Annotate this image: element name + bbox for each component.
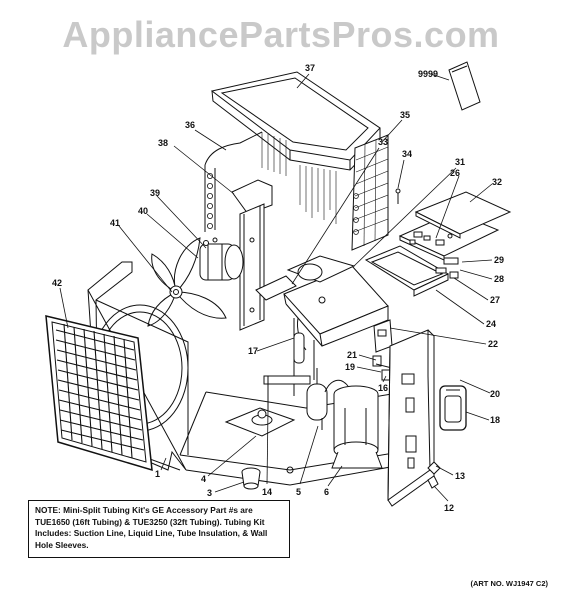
- callout-28: 28: [494, 274, 504, 284]
- fan-motor: [199, 237, 244, 281]
- callout-29: 29: [494, 255, 504, 265]
- valve-cover: [439, 385, 467, 431]
- accumulator: [306, 368, 328, 430]
- callout-12: 12: [444, 503, 454, 513]
- motor-bracket: [231, 179, 273, 331]
- callout-6: 6: [324, 487, 329, 497]
- callout-42: 42: [52, 278, 62, 288]
- drain-fitting: [241, 467, 261, 490]
- top-cover-panel: [210, 71, 381, 171]
- callout-27: 27: [490, 295, 500, 305]
- screw: [395, 188, 401, 204]
- callout-9999: 9999: [418, 69, 438, 79]
- condenser-coil: [261, 132, 389, 251]
- callout-40: 40: [138, 206, 148, 216]
- callout-21: 21: [347, 350, 357, 360]
- leader-lines: [59, 73, 493, 502]
- callout-37: 37: [305, 63, 315, 73]
- callout-41: 41: [110, 218, 120, 228]
- callout-17: 17: [248, 346, 258, 356]
- callout-13: 13: [455, 471, 465, 481]
- compressor: [324, 379, 383, 469]
- callout-20: 20: [490, 389, 500, 399]
- callout-32: 32: [492, 177, 502, 187]
- control-box: [255, 255, 393, 353]
- callout-33: 33: [378, 137, 388, 147]
- callout-4: 4: [201, 474, 206, 484]
- callout-34: 34: [402, 149, 412, 159]
- callout-14: 14: [262, 487, 272, 497]
- manual-booklet: [448, 61, 481, 111]
- callout-18: 18: [490, 415, 500, 425]
- callout-38: 38: [158, 138, 168, 148]
- side-panel: [387, 329, 435, 507]
- tubing-kit-note: NOTE: Mini-Split Tubing Kit's GE Accesso…: [28, 500, 290, 558]
- board-cover: [414, 191, 512, 239]
- art-number: (ART NO. WJ1947 C2): [470, 579, 548, 588]
- callout-36: 36: [185, 120, 195, 130]
- callout-3: 3: [207, 488, 212, 498]
- callout-35: 35: [400, 110, 410, 120]
- callout-5: 5: [296, 487, 301, 497]
- callout-26: 26: [450, 168, 460, 178]
- fan-blade: [147, 237, 227, 327]
- watermark: AppliancePartsPros.com: [62, 14, 500, 55]
- board-tray: [364, 245, 459, 297]
- callout-1: 1: [155, 469, 160, 479]
- drain-plate: [224, 407, 296, 437]
- callout-labels: 9999 37 36 38 35 33 34 31 26 32 39 40 41…: [52, 63, 504, 513]
- callout-39: 39: [150, 188, 160, 198]
- callout-31: 31: [455, 157, 465, 167]
- callout-16: 16: [378, 383, 388, 393]
- callout-24: 24: [486, 319, 496, 329]
- callout-19: 19: [345, 362, 355, 372]
- fan-grille: [45, 315, 153, 472]
- callout-22: 22: [488, 339, 498, 349]
